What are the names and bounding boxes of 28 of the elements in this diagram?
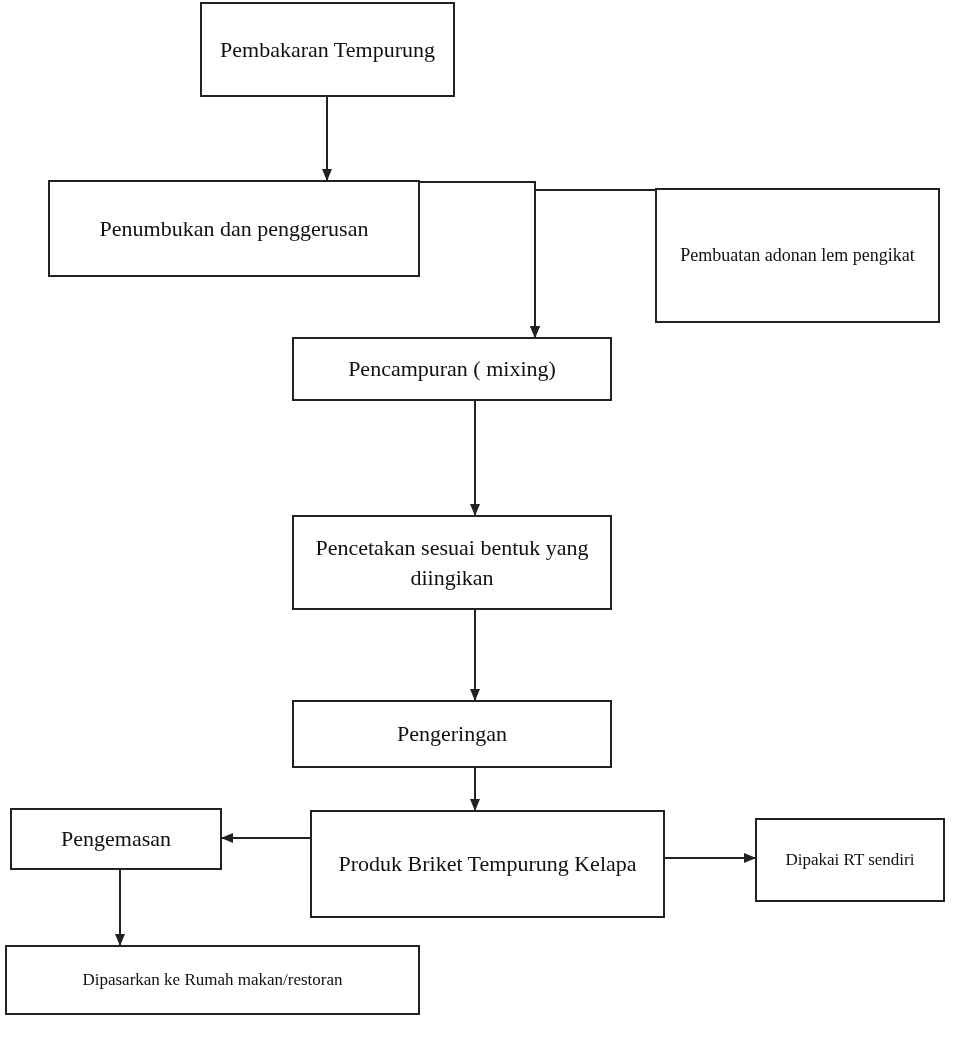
process-box	[10, 808, 222, 870]
process-box	[655, 188, 940, 323]
step-text: Pengeringan	[397, 720, 507, 749]
step-text: Pengemasan	[61, 825, 171, 854]
step-text: Pencampuran ( mixing)	[348, 355, 556, 384]
process-box	[5, 945, 420, 1015]
arrow	[664, 853, 756, 863]
step-text: Pembakaran Tempurung	[220, 35, 435, 64]
arrow	[322, 96, 332, 181]
process-box	[200, 2, 455, 97]
arrow	[470, 767, 480, 811]
arrow	[470, 400, 480, 516]
process-box	[755, 818, 945, 902]
arrow	[115, 869, 125, 946]
process-box	[292, 337, 612, 401]
process-box	[292, 515, 612, 610]
step-text: Pencetakan sesuai bentuk yang diingikan	[314, 533, 590, 592]
arrow	[221, 833, 311, 843]
step-text: Produk Briket Tempurung Kelapa	[338, 850, 637, 879]
process-box	[48, 180, 420, 277]
step-text: Penumbukan dan penggerusan	[99, 214, 369, 243]
step-text: Pembuatan adonan lem pengikat	[680, 244, 915, 268]
process-box	[292, 700, 612, 768]
arrow	[530, 189, 656, 338]
step-text: Dipakai RT sendiri	[785, 848, 915, 871]
step-text: Dipasarkan ke Rumah makan/restoran	[82, 968, 343, 991]
process-box	[310, 810, 665, 918]
arrow	[470, 609, 480, 701]
